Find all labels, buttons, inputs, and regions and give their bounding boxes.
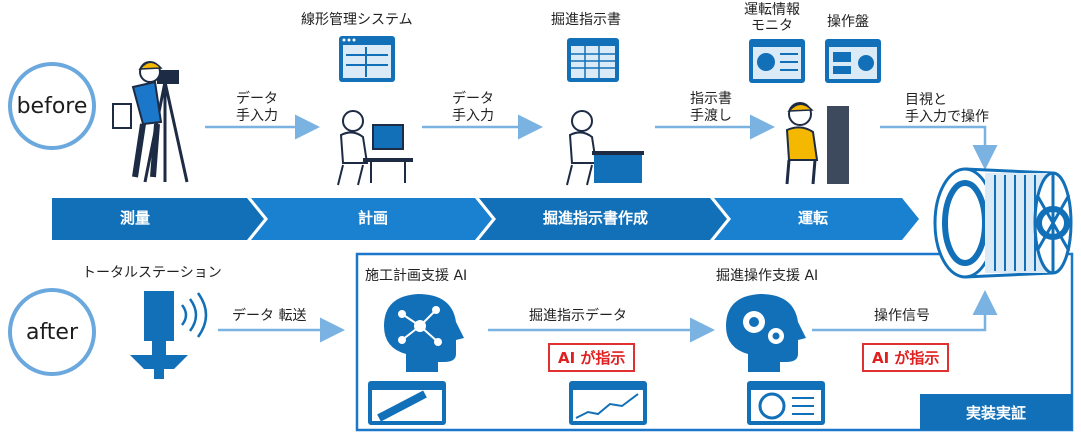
arrow-before-4 [880,125,998,170]
monitor-label: 運転情報 モニタ [744,2,800,34]
tunnel-render-window-icon [368,381,446,425]
chart-window-icon [569,381,647,425]
stage-4-chevron [714,198,919,240]
planning-ai-head-icon [384,294,464,372]
panel-label: 操作盤 [827,14,869,30]
operator-illustration [785,102,849,185]
stage-3-label: 掘進指示書作成 [543,209,649,227]
stage-1-label: 測量 [120,209,151,227]
stage-2-label: 計画 [358,209,389,227]
planner-illustration [337,110,413,186]
stage-2-chevron [251,198,492,240]
surveyor-illustration [112,61,189,183]
process-bar [52,198,919,240]
ai-instruct-badge-2: AI が指示 [862,343,950,372]
step4-label: 目視と 手入力で操作 [905,92,989,125]
system-label: 線形管理システム [301,12,413,28]
demo-frame [355,252,1074,432]
stage-1-chevron [52,198,264,240]
before-label: before [16,93,88,119]
planning-ai-label: 施工計画支援 AI [365,268,468,284]
instruction-label: 掘進指示書 [551,12,621,28]
stage-4-label: 運転 [798,209,829,227]
demo-label: 実装実証 [965,403,1026,422]
operation-panel-icon [825,39,881,83]
step2-label: データ 手入力 [452,91,494,124]
total-station-icon [130,291,208,379]
demo-badge: 実装実証 [920,394,1072,430]
signal-label: 操作信号 [874,308,930,324]
step1-label: データ 手入力 [236,91,278,124]
monitor-icon [749,39,805,83]
operation-ai-head-icon [726,294,806,372]
tbm-status-window-icon [747,381,825,425]
writer-illustration [566,110,644,186]
after-circle: after [8,288,96,376]
before-circle: before [8,62,96,150]
tunnel-boring-machine-illustration [933,167,1073,279]
total-station-label: トータルステーション [82,265,222,281]
transfer-label: データ 転送 [232,308,307,324]
after-label: after [25,319,79,345]
arrow-after-3 [812,290,998,332]
system-screen-icon [339,36,395,82]
stage-3-chevron [479,198,727,240]
step3-label: 指示書 手渡し [690,91,732,124]
instruction-sheet-icon [567,38,619,82]
ai-instruct-badge-1: AI が指示 [548,343,636,372]
instruction-data-label: 掘進指示データ [529,308,627,324]
operation-ai-label: 掘進操作支援 AI [716,268,819,284]
